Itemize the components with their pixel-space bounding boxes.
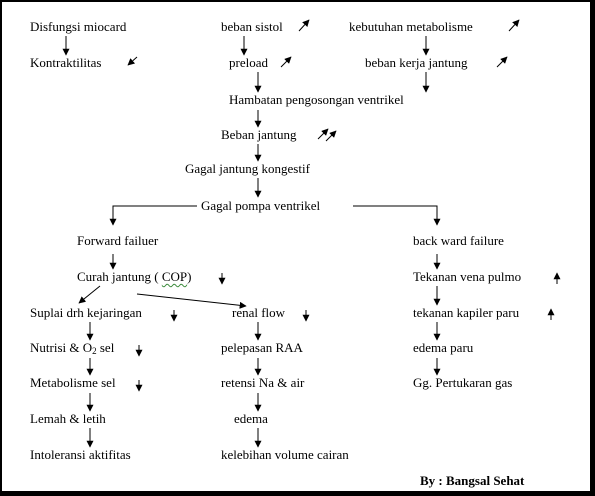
node-nutrisi-o2: Nutrisi & O2 sel xyxy=(30,340,115,356)
indicator-kontraktilitas-decrease xyxy=(127,56,138,66)
arrow-branch-forward xyxy=(109,205,197,226)
node-backward-failure: back ward failure xyxy=(413,233,504,248)
arrow-curah-to-renal xyxy=(136,293,247,309)
node-beban-sistol: beban sistol xyxy=(221,19,283,34)
node-forward-failure: Forward failuer xyxy=(77,233,159,248)
node-pelepasan-raa: pelepasan RAA xyxy=(221,340,303,355)
credit-text: By : Bangsal Sehat xyxy=(420,473,525,488)
arrow-curah-to-suplai xyxy=(78,285,101,304)
indicator-beban-jantung-increase-1 xyxy=(317,128,329,140)
indicator-kebutuhan-increase xyxy=(508,19,520,32)
node-preload: preload xyxy=(229,55,268,70)
node-disfungsi-miocard: Disfungsi miocard xyxy=(30,19,127,34)
node-tekanan-kapiler-paru: tekanan kapiler paru xyxy=(413,305,520,320)
indicator-beban-sistol-increase xyxy=(298,19,310,32)
node-lemah-letih: Lemah & letih xyxy=(30,411,106,426)
node-kontraktilitas: Kontraktilitas xyxy=(30,55,102,70)
node-gg-pertukaran-gas: Gg. Pertukaran gas xyxy=(413,375,513,390)
node-beban-kerja-jantung: beban kerja jantung xyxy=(365,55,468,70)
indicator-beban-jantung-increase-2 xyxy=(325,130,337,142)
node-edema-paru: edema paru xyxy=(413,340,474,355)
node-hambatan-pengosongan-ventrikel: Hambatan pengosongan ventrikel xyxy=(229,92,404,107)
node-edema: edema xyxy=(234,411,268,426)
node-gagal-pompa-ventrikel: Gagal pompa ventrikel xyxy=(197,198,325,214)
node-curah-jantung: Curah jantung ( COP) xyxy=(77,269,192,284)
node-kebutuhan-metabolisme: kebutuhan metabolisme xyxy=(349,19,473,34)
node-intoleransi-aktifitas: Intoleransi aktifitas xyxy=(30,447,131,462)
node-retensi-na-air: retensi Na & air xyxy=(221,375,305,390)
node-beban-jantung: Beban jantung xyxy=(221,127,297,142)
node-suplai-darah: Suplai drh kejaringan xyxy=(30,305,142,320)
arrow-branch-backward xyxy=(353,205,441,226)
node-kelebihan-volume-cairan: kelebihan volume cairan xyxy=(221,447,349,462)
node-gagal-jantung-kongestif: Gagal jantung kongestif xyxy=(185,161,310,176)
node-tekanan-vena-pulmo: Tekanan vena pulmo xyxy=(413,269,522,284)
indicator-preload-increase xyxy=(280,56,292,68)
indicator-beban-kerja-increase xyxy=(496,56,508,68)
node-metabolisme-sel: Metabolisme sel xyxy=(30,375,116,390)
